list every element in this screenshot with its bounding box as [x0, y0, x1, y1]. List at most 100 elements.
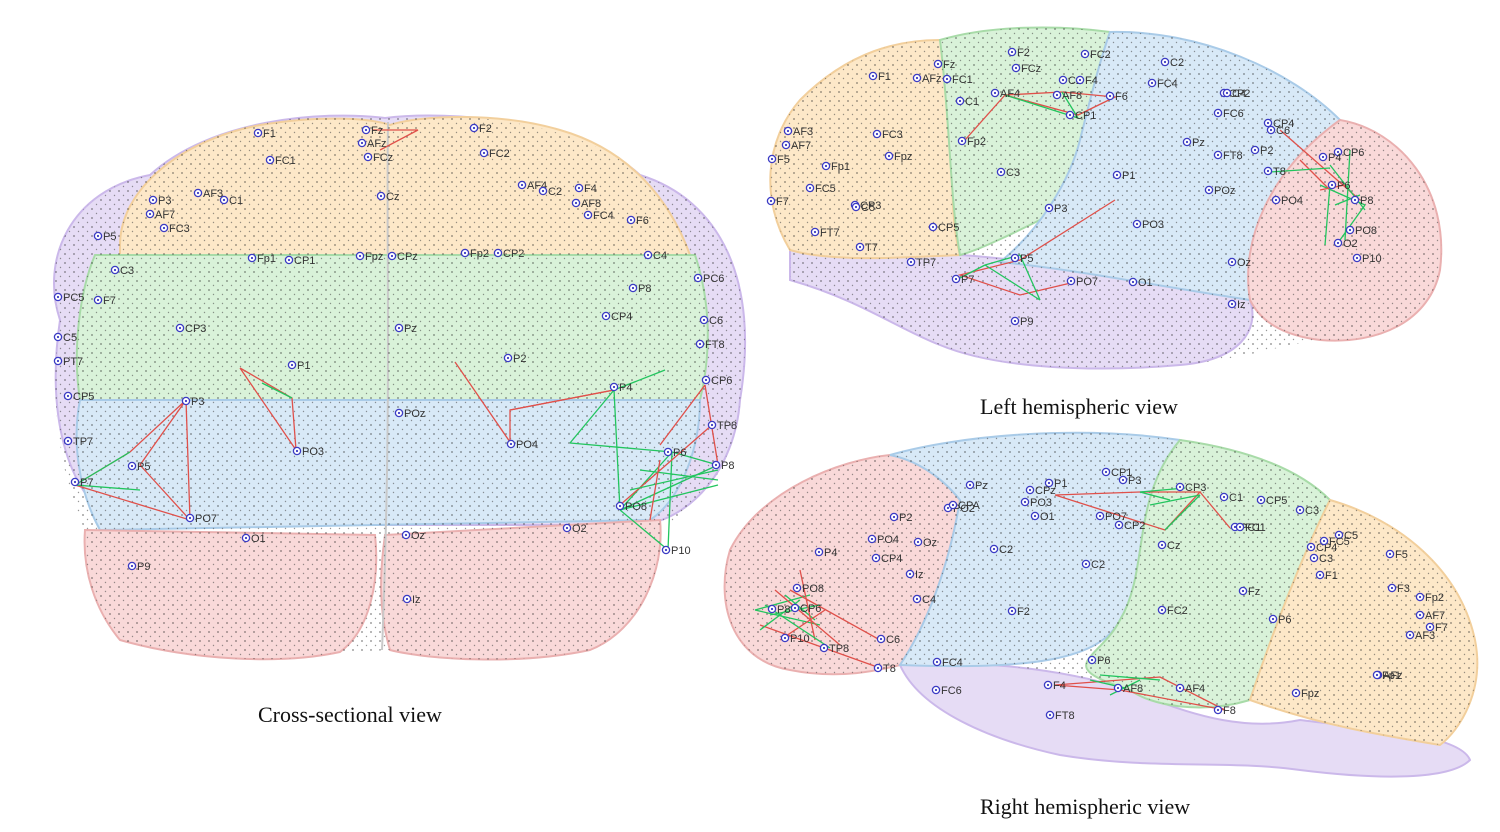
electrode-label: PO7 [195, 513, 217, 525]
left-electrode-po8: PO8 [1345, 225, 1377, 237]
right-electrode-fp1: Fp1 [1372, 670, 1401, 682]
right-electrode-fc6: FC6 [931, 685, 962, 697]
electrode-label: FCz [1021, 63, 1041, 75]
electrode-label: TP7 [73, 436, 93, 448]
electrode-label: CP3 [860, 200, 881, 212]
left-electrode-fz: Fz [933, 59, 955, 71]
electrode-label: O1 [1138, 277, 1153, 289]
left-electrode-p8: P8 [1350, 195, 1373, 207]
electrode-label: Iz [412, 594, 421, 606]
cross-electrode-p3: P3 [181, 396, 204, 408]
cross-electrode-fp1: Fp1 [247, 253, 276, 265]
cross-electrode-tp7: TP7 [63, 436, 93, 448]
electrode-label: CP2 [1124, 520, 1145, 532]
electrode-label: P1 [1122, 170, 1135, 182]
electrode-label: CPz [397, 251, 418, 263]
right-electrode-cp2: CP2 [1114, 520, 1145, 532]
cross-electrode-fp2: Fp2 [460, 248, 489, 260]
right-electrode-c5: C5 [1334, 530, 1358, 542]
cross-electrode-cz: Cz [376, 191, 399, 203]
electrode-label: CP2 [1229, 88, 1250, 100]
electrode-label: FC3 [169, 223, 190, 235]
electrode-label: TP8 [829, 643, 849, 655]
left-electrode-fc3: FC3 [872, 129, 903, 141]
cross-electrode-p1: P1 [287, 360, 310, 372]
electrode-label: Fpz [894, 151, 912, 163]
electrode-label: PC5 [63, 292, 84, 304]
cross-electrode-fc3: FC3 [159, 223, 190, 235]
left-electrode-c1: C1 [955, 96, 979, 108]
right-electrode-p6: P6 [1268, 614, 1291, 626]
electrode-label: FT8 [705, 339, 725, 351]
electrode-label: Fp1 [1382, 670, 1401, 682]
electrode-label: F6 [1115, 91, 1128, 103]
right-electrode-p4: P4 [814, 547, 837, 559]
electrode-label: Fz [943, 59, 955, 71]
electrode-label: Cz [386, 191, 399, 203]
left-electrode-cp1: CP1 [1065, 110, 1096, 122]
electrode-label: C4 [1232, 88, 1246, 100]
electrode-label: FT7 [820, 227, 840, 239]
electrode-label: Cz [1167, 540, 1180, 552]
electrode-label: P6 [1337, 180, 1350, 192]
cross-electrode-cpz: CPz [387, 251, 418, 263]
right-electrode-cp6: CP6 [790, 603, 821, 615]
cross-electrode-p4: P4 [609, 382, 632, 394]
right-electrode-cp4: CP4 [871, 553, 902, 565]
cross-electrode-pt7: PT7 [53, 356, 83, 368]
left-electrode-fc1: FC1 [942, 74, 973, 86]
right-electrode-fc1: FC1 [1235, 522, 1266, 534]
left-electrode-p5: P5 [1010, 253, 1033, 265]
cross-electrode-c2: C2 [538, 186, 562, 198]
cross-electrode-po7: PO7 [185, 513, 217, 525]
electrode-label: AFz [367, 138, 387, 150]
electrode-label: C3 [1319, 553, 1333, 565]
electrode-label: FC3 [882, 129, 903, 141]
left-electrode-t7: T7 [855, 242, 878, 254]
left-electrode-fc2: FC2 [1080, 49, 1111, 61]
right-electrode-fpz: Fpz [1291, 688, 1319, 700]
cross-electrode-cp2: CP2 [493, 248, 524, 260]
electrode-label: C6 [1276, 125, 1290, 137]
right-electrode-f2: F2 [1007, 606, 1030, 618]
electrode-label: O1 [251, 533, 266, 545]
electrode-label: FC6 [941, 685, 962, 697]
electrode-label: P9 [1020, 316, 1033, 328]
electrode-label: C6 [709, 315, 723, 327]
electrode-label: C1 [1229, 492, 1243, 504]
left-electrode-p9: P9 [1010, 316, 1033, 328]
left-electrode-p3: P3 [1044, 203, 1067, 215]
electrode-label: FT8 [1055, 710, 1075, 722]
electrode-label: F4 [584, 183, 597, 195]
left-electrode-fp2: Fp2 [957, 136, 986, 148]
left-electrode-fp1: Fp1 [821, 161, 850, 173]
electrode-label: Fz [1248, 586, 1260, 598]
electrode-label: POz [404, 408, 425, 420]
cross-connectivity-edges [73, 129, 719, 551]
electrode-label: F3 [1397, 583, 1410, 595]
left-electrode-cp4: CP4 [1263, 118, 1294, 130]
caption-left-hemisphere: Left hemispheric view [980, 394, 1178, 419]
electrode-label: Iz [1237, 299, 1246, 311]
electrode-label: FC6 [1223, 108, 1244, 120]
right-electrode-p6: P6 [1087, 655, 1110, 667]
right-electrode-af3: AF3 [1405, 630, 1435, 642]
electrode-label: O1 [1040, 511, 1055, 523]
left-electrode-f4: F4 [1075, 75, 1098, 87]
electrode-label: CP4 [1316, 542, 1337, 554]
cross-electrode-o2: O2 [562, 523, 587, 535]
cross-electrode-tp8: TP8 [707, 420, 737, 432]
left-electrode-p6: P6 [1327, 180, 1350, 192]
electrode-label: CP5 [73, 391, 94, 403]
cross-electrode-af3: AF3 [193, 188, 223, 200]
electrode-label: F2 [1017, 47, 1030, 59]
electrode-label: Fp2 [470, 248, 489, 260]
electrode-label: C2 [548, 186, 562, 198]
left-electrode-p10: P10 [1352, 253, 1382, 265]
electrode-label: FC2 [1167, 605, 1188, 617]
electrode-label: CP4 [611, 311, 632, 323]
electrode-label: AF8 [1123, 683, 1143, 695]
left-electrode-po3: PO3 [1132, 219, 1164, 231]
right-electrode-f8: F8 [1213, 705, 1236, 717]
